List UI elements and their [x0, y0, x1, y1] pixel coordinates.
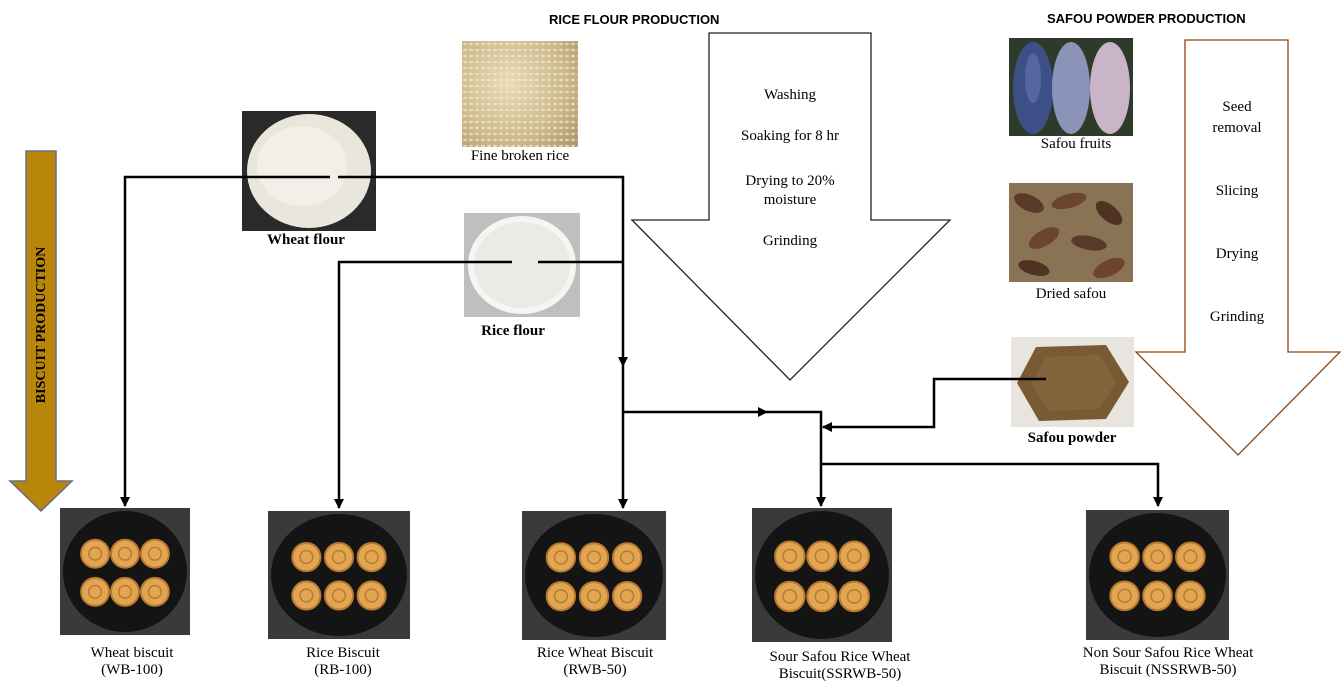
biscuit-plate-image	[60, 508, 190, 635]
rice-flour-label: Rice flour	[481, 323, 545, 339]
mix-join-line	[767, 410, 826, 507]
wheat-flour-line	[120, 175, 330, 507]
rice-wheat-biscuit-name: Rice Wheat Biscuit	[536, 645, 654, 661]
step-drying-safou: Drying	[1215, 246, 1259, 262]
rice-biscuit-code: (RB-100)	[314, 662, 372, 678]
step-seed-line1: Seed	[1222, 99, 1252, 115]
step-slicing: Slicing	[1215, 183, 1259, 199]
rice-biscuit-label: Rice Biscuit (RB-100)	[306, 645, 380, 679]
biscuit-plate-image	[268, 511, 410, 639]
rice-biscuit-photo	[268, 511, 410, 639]
biscuit-production-arrow	[8, 150, 74, 513]
sour-safou-biscuit-code: Biscuit(SSRWB-50)	[778, 666, 902, 682]
non-sour-safou-biscuit-name: Non Sour Safou Rice Wheat	[1082, 645, 1254, 661]
wheat-biscuit-label: Wheat biscuit (WB-100)	[91, 645, 174, 679]
fine-broken-rice-photo	[462, 41, 578, 147]
fine-broken-rice-label: Fine broken rice	[470, 148, 570, 164]
rice-process-arrow	[630, 32, 952, 381]
step-seed-line2: removal	[1212, 120, 1262, 136]
non-sour-safou-biscuit-label: Non Sour Safou Rice Wheat Biscuit (NSSRW…	[1083, 645, 1254, 679]
step-grinding-rice: Grinding	[762, 233, 818, 249]
biscuit-plate-image	[1086, 510, 1229, 640]
safou-fruits-photo	[1009, 38, 1133, 136]
sour-safou-biscuit-label: Sour Safou Rice Wheat Biscuit(SSRWB-50)	[770, 649, 911, 683]
sour-safou-biscuit-photo	[752, 508, 892, 642]
non-sour-safou-biscuit-photo	[1086, 510, 1229, 640]
rice-flour-line	[334, 260, 512, 509]
step-soaking: Soaking for 8 hr	[741, 128, 839, 144]
non-sour-safou-biscuit-code: Biscuit (NSSRWB-50)	[1099, 662, 1237, 678]
rice-flour-production-header: RICE FLOUR PRODUCTION	[549, 12, 720, 27]
wheat-flour-photo	[242, 111, 376, 231]
rice-flour-photo	[464, 213, 580, 317]
wheat-flour-label: Wheat flour	[267, 232, 345, 248]
dried-safou-photo	[1009, 183, 1133, 282]
safou-powder-line	[822, 377, 1046, 432]
rice-wheat-biscuit-photo	[522, 511, 666, 640]
biscuit-plate-image	[752, 508, 892, 642]
wheat-to-rwb-line	[338, 175, 628, 367]
dried-safou-label: Dried safou	[1035, 286, 1107, 302]
wheat-biscuit-photo	[60, 508, 190, 635]
wheat-biscuit-name: Wheat biscuit	[90, 645, 174, 661]
sour-safou-biscuit-name: Sour Safou Rice Wheat	[769, 649, 911, 665]
rice-wheat-biscuit-label: Rice Wheat Biscuit (RWB-50)	[537, 645, 653, 679]
rice-wheat-biscuit-code: (RWB-50)	[563, 662, 627, 678]
safou-powder-label: Safou powder	[1027, 430, 1117, 446]
safou-process-arrow	[1134, 39, 1341, 456]
safou-powder-production-header: SAFOU POWDER PRODUCTION	[1047, 11, 1246, 26]
biscuit-plate-image	[522, 511, 666, 640]
step-washing: Washing	[763, 87, 817, 103]
rice-biscuit-name: Rice Biscuit	[306, 645, 380, 661]
safou-powder-photo	[1011, 337, 1134, 427]
wheat-biscuit-code: (WB-100)	[101, 662, 163, 678]
non-sour-branch-line	[821, 462, 1163, 507]
step-drying-line1: Drying to 20%	[745, 173, 835, 189]
safou-fruits-label: Safou fruits	[1040, 136, 1112, 152]
step-drying-line2: moisture	[763, 192, 817, 208]
step-grinding-safou: Grinding	[1209, 309, 1265, 325]
